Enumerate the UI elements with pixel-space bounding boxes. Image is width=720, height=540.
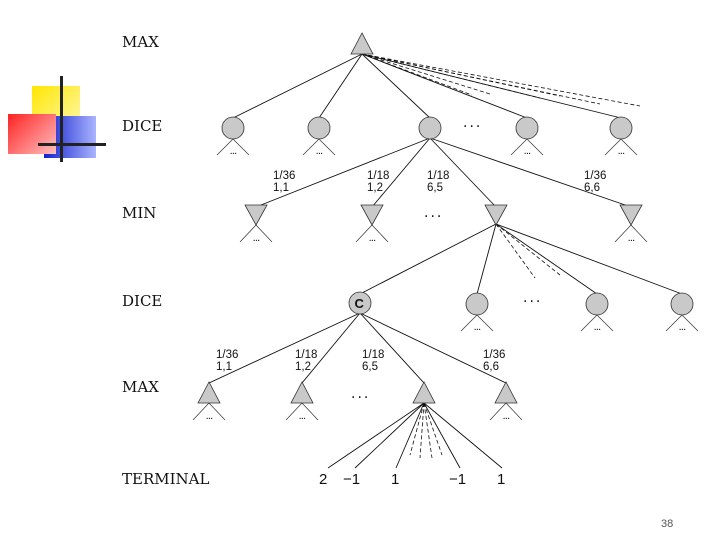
max-node: ... [285,381,319,421]
dice-node [418,116,442,140]
dice-node: ... [460,292,494,332]
dice-node: ... [580,292,614,332]
probability-label: 1/36 6,6 [483,349,505,373]
svg-text:1/36: 1/36 [584,170,606,182]
chance-node-label: C [355,296,365,311]
max-node: ... [489,381,523,421]
ellipsis: ... [424,205,443,221]
svg-text:1/36: 1/36 [273,170,295,182]
dice-node: ... [216,116,250,156]
svg-text:1,2: 1,2 [367,182,383,194]
edges-dice-min [255,137,632,208]
max-root-node [350,32,374,55]
stub-ellipsis: ... [524,149,531,156]
level-label-terminal: TERMINAL [122,470,209,488]
edges-chance-max [208,312,507,384]
stub-ellipsis: ... [679,325,686,332]
svg-text:6,6: 6,6 [584,182,600,194]
level-label-dice: DICE [122,117,162,135]
dice-node: ... [604,116,638,156]
probability-label: 1/36 1,1 [216,349,238,373]
deco-horizontal-line [38,143,106,146]
stub-ellipsis: ... [299,414,306,421]
stub-ellipsis: ... [230,149,237,156]
probability-label: 1/18 1,2 [295,349,317,373]
probability-label: 1/18 1,2 [367,170,389,194]
svg-text:1/18: 1/18 [295,349,317,361]
level-label-dice: DICE [122,292,162,310]
svg-text:6,5: 6,5 [427,182,443,194]
stub-ellipsis: ... [316,149,323,156]
svg-text:1,1: 1,1 [273,182,289,194]
probability-label: 1/18 6,5 [362,349,384,373]
probability-label: 1/36 1,1 [273,170,295,194]
ellipsis: ... [463,115,482,131]
stub-ellipsis: ... [474,325,481,332]
stub-ellipsis: ... [618,149,625,156]
level-label-min: MIN [122,204,156,222]
svg-text:1,2: 1,2 [295,361,311,373]
min-node [484,204,508,226]
terminal-value: −1 [343,471,360,488]
edges-root [232,53,641,119]
svg-text:1/18: 1/18 [427,170,449,182]
page-number: 38 [661,518,673,530]
deco-vertical-line [60,76,63,162]
svg-text:6,5: 6,5 [362,361,378,373]
svg-text:1/18: 1/18 [367,170,389,182]
svg-text:1/36: 1/36 [216,349,238,361]
terminal-value: 1 [391,471,399,488]
svg-text:1/18: 1/18 [362,349,384,361]
edges-max-terminal [327,402,503,469]
stub-ellipsis: ... [369,236,376,243]
svg-text:1,1: 1,1 [216,361,232,373]
ellipsis: ... [523,290,542,306]
min-node: ... [614,204,648,243]
svg-text:1/36: 1/36 [483,349,505,361]
max-node: ... [192,381,226,421]
chance-node-c: C [348,291,372,315]
min-node: ... [239,204,273,243]
dice-node: ... [510,116,544,156]
ellipsis: ... [351,386,370,402]
deco-red-square [8,114,56,154]
edges-min-dice [359,223,683,295]
probability-label: 1/18 6,5 [427,170,449,194]
level-label-max: MAX [122,378,159,396]
min-node: ... [355,204,389,243]
svg-text:6,6: 6,6 [483,361,499,373]
stub-ellipsis: ... [503,414,510,421]
slide-decoration [0,70,110,170]
stub-ellipsis: ... [206,414,213,421]
stub-ellipsis: ... [253,236,260,243]
terminal-value: 2 [319,471,327,488]
terminal-value: 1 [497,471,505,488]
stub-ellipsis: ... [628,236,635,243]
level-label-max: MAX [122,33,159,51]
dice-node: ... [665,292,699,332]
terminal-value: −1 [449,471,466,488]
probability-label: 1/36 6,6 [584,170,606,194]
max-node [412,381,436,404]
dice-node: ... [302,116,336,156]
stub-ellipsis: ... [594,325,601,332]
